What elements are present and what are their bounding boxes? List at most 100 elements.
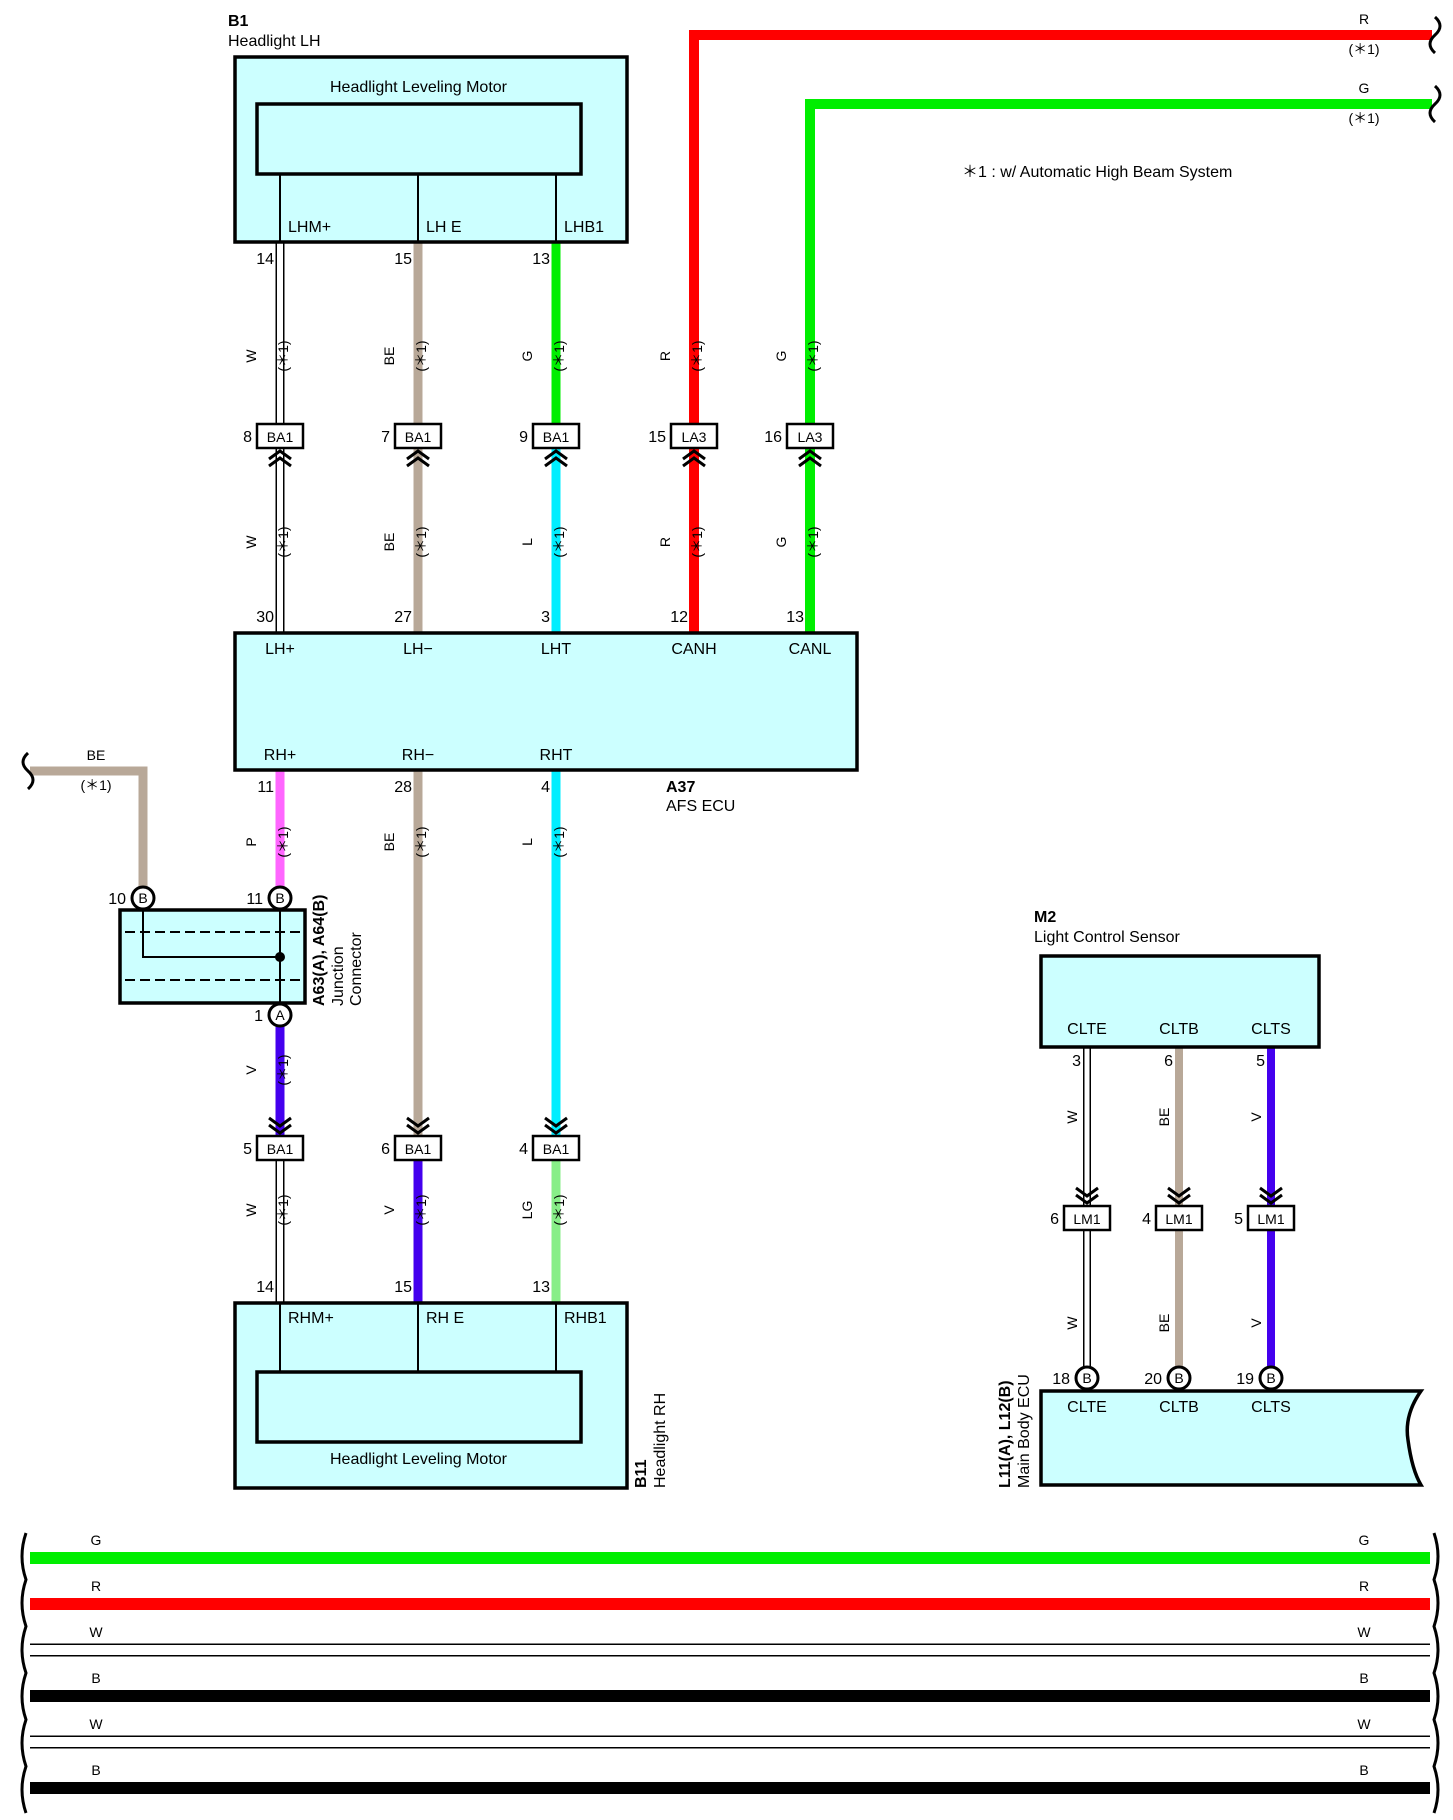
b1-name: Headlight LH — [228, 33, 321, 50]
b11-pin-label: RH E — [426, 1310, 464, 1327]
connector-code: LM1 — [1165, 1211, 1192, 1227]
body-ecu-pin-label: CLTE — [1067, 1399, 1107, 1416]
connector-code: BA1 — [405, 429, 432, 445]
inline-connector-lower: BA1 4 — [519, 1134, 581, 1162]
svg-text:B: B — [275, 890, 284, 906]
light-control-sensor-box — [1039, 954, 1321, 1049]
a37-top-pin-label: LH− — [403, 641, 433, 658]
connector-code: LM1 — [1257, 1211, 1284, 1227]
headlight-rh-component: Headlight Leveling Motor RHM+ RH E RHB1 … — [233, 1279, 669, 1490]
bus-wire-label-left: R — [91, 1578, 101, 1594]
connector-chevron-up — [268, 449, 292, 468]
headlight-lh-component: B1 Headlight LH Headlight Leveling Motor… — [228, 13, 629, 268]
connector-pin-number: 8 — [243, 429, 252, 446]
connector-pin-number: 4 — [519, 1141, 528, 1158]
a37-bottom-pin-label: RH+ — [264, 747, 296, 764]
connector-chevron-up — [406, 449, 430, 468]
wire-condition-label: (＊1) — [689, 340, 705, 371]
connector-pin-number: 6 — [381, 1141, 390, 1158]
connector-chevron-down — [544, 1116, 568, 1135]
junction-pin: B 10 — [108, 885, 156, 911]
wire-color-label: BE — [1156, 1108, 1172, 1127]
wire-condition-label: (＊1) — [551, 526, 567, 557]
wire-condition-label: (＊1) — [275, 1194, 291, 1225]
a37-top-pin-number: 13 — [786, 609, 804, 626]
b11-motor-label: Headlight Leveling Motor — [330, 1451, 508, 1468]
wire-condition-label: (＊1) — [275, 826, 291, 857]
connector-pin-number: 15 — [648, 429, 666, 446]
body-ecu-pin: B 19 — [1236, 1365, 1284, 1391]
bus-wire-label-right: G — [1359, 1532, 1370, 1548]
connector-chevron-down — [1167, 1186, 1191, 1205]
svg-text:1: 1 — [254, 1008, 263, 1025]
b11-pin-number: 13 — [532, 1279, 550, 1296]
wire-condition-label: (＊1) — [551, 1194, 567, 1225]
junction-pin: A 1 — [254, 1002, 293, 1028]
bus-wire-label-right: B — [1359, 1670, 1368, 1686]
wire-condition-label: (＊1) — [1348, 110, 1379, 126]
wire-canl-g — [805, 99, 1432, 633]
connector-pin-number: 4 — [1142, 1211, 1151, 1228]
b1-motor-label: Headlight Leveling Motor — [330, 79, 508, 96]
a37-code: A37 — [666, 779, 695, 796]
svg-text:A: A — [275, 1007, 285, 1023]
b11-pin-number: 15 — [394, 1279, 412, 1296]
a37-bottom-pin-label: RHT — [540, 747, 573, 764]
a37-top-pin-label: LH+ — [265, 641, 295, 658]
wire-color-label: LG — [519, 1201, 535, 1220]
connector-code: LA3 — [798, 429, 823, 445]
b1-pin-number: 14 — [256, 251, 274, 268]
connector-chevron-down — [268, 1116, 292, 1135]
body-ecu-pin-label: CLTB — [1159, 1399, 1199, 1416]
a37-bottom-pin-number: 4 — [541, 779, 550, 796]
bus-wire-label-left: B — [91, 1670, 100, 1686]
wire-color-label: W — [243, 535, 259, 549]
wire-condition-label: (＊1) — [805, 526, 821, 557]
wire-condition-label: (＊1) — [275, 526, 291, 557]
body-ecu-pin: B 18 — [1052, 1365, 1100, 1391]
connector-chevron-up — [544, 449, 568, 468]
svg-text:B: B — [1174, 1370, 1183, 1386]
wire-condition-label: (＊1) — [413, 526, 429, 557]
wire-color-label: G — [1359, 80, 1370, 96]
b1-pin-label: LHM+ — [288, 219, 331, 236]
connector-pin-number: 6 — [1050, 1211, 1059, 1228]
b1-code: B1 — [228, 13, 249, 30]
wire-condition-label: (＊1) — [80, 777, 111, 793]
a37-top-pin-label: LHT — [541, 641, 571, 658]
wire-color-label: L — [519, 538, 535, 546]
connector-pin-number: 5 — [1234, 1211, 1243, 1228]
a37-name: AFS ECU — [666, 798, 735, 815]
connector-chevron-down — [406, 1116, 430, 1135]
svg-text:B: B — [1082, 1370, 1091, 1386]
bus-break-mark — [1432, 1532, 1440, 1814]
connector-pin-number: 5 — [243, 1141, 252, 1158]
wire-color-label: BE — [381, 347, 397, 366]
wire-color-label: R — [1359, 11, 1369, 27]
connector-code: BA1 — [543, 429, 570, 445]
junction-pin: B 11 — [246, 885, 293, 911]
bus-wire-label-left: W — [89, 1624, 103, 1640]
m2-pin-label: CLTE — [1067, 1021, 1107, 1038]
bus-wire-label-right: B — [1359, 1762, 1368, 1778]
wire-color-label: G — [773, 537, 789, 548]
b1-pin-number: 15 — [394, 251, 412, 268]
footnote: ＊1 : w/ Automatic High Beam System — [962, 164, 1232, 181]
m2-name: Light Control Sensor — [1034, 929, 1181, 946]
wire-condition-label: (＊1) — [551, 340, 567, 371]
body-ecu-code: L11(A), L12(B) — [997, 1380, 1014, 1488]
connector-pin-number: 16 — [764, 429, 782, 446]
wire-color-label: V — [1248, 1112, 1264, 1122]
connector-code: BA1 — [543, 1141, 570, 1157]
wire-break-mark — [21, 751, 35, 791]
inline-connector-upper: LA3 16 — [764, 422, 835, 450]
b11-pin-number: 14 — [256, 1279, 274, 1296]
wire-color-label: BE — [1156, 1314, 1172, 1333]
